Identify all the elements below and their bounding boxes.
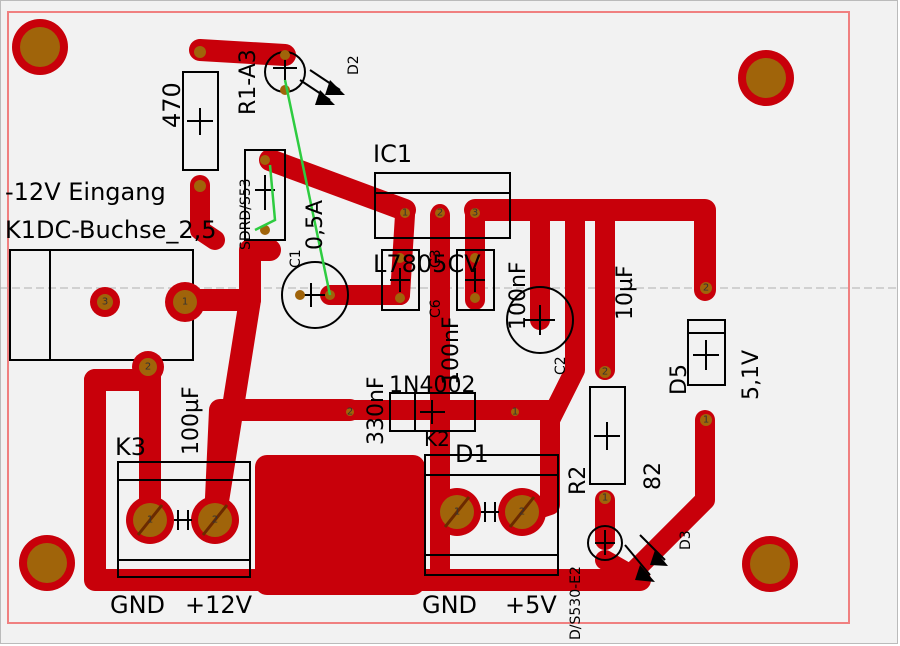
c1-capacitor [281,261,349,329]
gnd-trace-bottom [84,369,651,591]
c1-label: C1 [288,249,304,268]
d1-label: D1 [455,440,489,468]
mounting-holes [12,19,798,592]
d1-value-label: 1N4002 [389,373,475,398]
f1-ic1-trace [259,149,416,221]
c3-capacitor [381,249,420,311]
out-5v-label: +5V [505,591,557,619]
d2-label: D2 [346,55,362,75]
d2-led [264,50,345,105]
ic1-label: IC1 [373,140,412,168]
d3-led [587,525,668,582]
r1-value-label: 470 [158,82,186,128]
svg-text:1: 1 [182,297,188,308]
c2-label: C2 [553,356,569,375]
c2-capacitor [506,286,574,354]
svg-text:2: 2 [703,283,709,294]
f1-part-label: SDRD/S53 [238,178,254,250]
output-terminal: 1 2 [424,454,559,576]
r1-resistor [182,46,219,192]
k3-gnd-label: GND [110,591,165,619]
mounting-hole-top-right [738,50,794,106]
d5-zener: 2 1 [687,282,726,426]
svg-text:1: 1 [602,493,608,504]
d3-part-label: D/S530-E2 [568,566,584,640]
out-gnd-label: GND [422,591,477,619]
svg-text:1: 1 [703,415,709,426]
silkscreen-labels: -12V Eingang K1DC-Buchse_2,5 IC1 L7805CV… [5,49,764,640]
r1-bottom-trace [190,175,225,250]
c1-value-label: 100nF [506,261,531,330]
input-title-label: -12V Eingang [5,178,166,206]
ic1-value-label: L7805CV [373,250,481,278]
gnd-pour [255,455,425,595]
svg-text:1: 1 [147,515,153,526]
k3-label: K3 [115,433,146,461]
d3-gnd-trace [595,550,650,590]
svg-text:2: 2 [437,208,443,219]
f1-value-label: 0,5A [303,200,328,250]
k3-to-input-trace [204,289,261,531]
svg-text:1: 1 [454,507,460,518]
r2-value-label: 82 [641,462,666,490]
mounting-hole-bottom-right [742,536,798,592]
k3-12v-label: +12V [185,591,253,619]
k3-value-label: 100µF [179,386,204,455]
c6-capacitor [456,249,495,311]
input-trace [174,239,281,311]
svg-text:1: 1 [512,407,518,418]
c3-label: C3 [428,249,444,268]
r1-d2-trace [189,39,296,66]
airwire-d2-c1 [283,79,332,296]
airwire-f1 [254,164,277,232]
d3-label: D3 [678,530,694,550]
c6-label: C6 [428,299,444,318]
c6-value-label: 100nF [439,316,464,385]
r1-name-label: R1-A3 [236,49,261,115]
output-rail-trace [464,199,716,301]
svg-text:3: 3 [102,297,108,308]
board-outline [7,11,850,624]
svg-text:2: 2 [212,515,218,526]
connector-name-label: K1DC-Buchse_2,5 [5,216,217,244]
d1-diode: 2 1 [343,392,522,432]
k2-value-label: 330nF [364,376,389,445]
svg-text:1: 1 [402,208,408,219]
ic1-regulator: 1 2 3 [374,172,511,239]
svg-text:3: 3 [472,208,478,219]
r2-resistor: 2 1 [589,366,626,504]
svg-text:2: 2 [145,362,151,373]
r2-label: R2 [566,466,591,495]
svg-text:2: 2 [602,367,608,378]
c2-value-label: 10µF [613,265,638,320]
k2-label: K2 [424,427,450,451]
k1-dc-jack: 3 1 2 [9,249,205,383]
mounting-hole-bottom-left [19,535,75,591]
k3-terminal: 1 2 [117,461,251,578]
d5-value-label: 5,1V [739,350,764,400]
svg-text:2: 2 [519,507,525,518]
svg-text:2: 2 [347,407,353,418]
mounting-hole-top-left [12,19,68,75]
d5-label: D5 [667,364,692,395]
